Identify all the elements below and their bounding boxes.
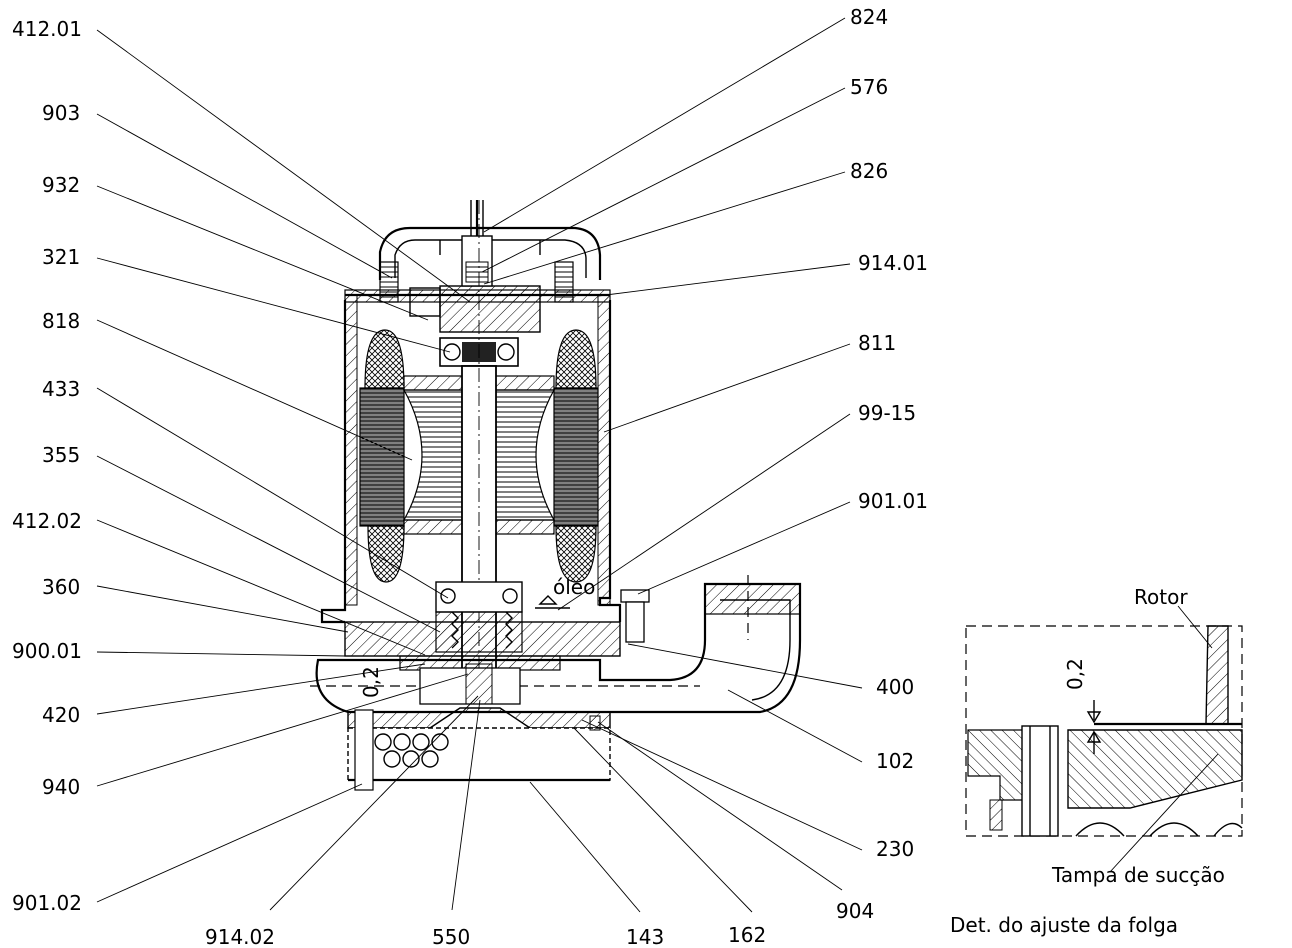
rotor-right — [495, 389, 556, 521]
leader-lines — [96, 17, 863, 913]
lower-bearing — [435, 581, 523, 613]
callout-576: 576 — [850, 75, 888, 99]
strainer-holes — [374, 733, 449, 768]
top-bolt-left — [379, 261, 399, 303]
detail-bolt — [1021, 725, 1059, 837]
callout-321: 321 — [42, 245, 80, 269]
handle — [378, 226, 602, 280]
detail-title: Det. do ajuste da folga — [950, 913, 1178, 937]
strainer — [347, 727, 611, 781]
detail-cover-label: Tampa de sucção — [1051, 863, 1225, 887]
top-bolt-right — [554, 261, 574, 303]
callout-labels-bottom: 914.02 550 143 162 — [205, 923, 766, 948]
foot-bolt — [354, 709, 374, 791]
callout-360: 360 — [42, 575, 80, 599]
callout-940: 940 — [42, 775, 80, 799]
callout-914-01: 914.01 — [858, 251, 928, 275]
callout-433: 433 — [42, 377, 80, 401]
callout-550: 550 — [432, 925, 470, 948]
bolt-901-01 — [620, 589, 650, 603]
detail-gap-label: 0,2 — [1063, 658, 1087, 690]
callout-230: 230 — [876, 837, 914, 861]
gap-detail-view: Rotor 0,2 Tampa de sucção Det. do ajuste… — [950, 585, 1243, 937]
callout-102: 102 — [876, 749, 914, 773]
callout-412-01: 412.01 — [12, 17, 82, 41]
callout-labels-right: 824 576 826 914.01 811 99-15 901.01 400 … — [836, 5, 928, 923]
gap-label: 0,2 — [359, 666, 383, 698]
callout-914-02: 914.02 — [205, 925, 275, 948]
top-cap — [439, 285, 541, 333]
callout-99-15: 99-15 — [858, 401, 916, 425]
callout-420: 420 — [42, 703, 80, 727]
detail-frame — [965, 625, 1243, 837]
callout-932: 932 — [42, 173, 80, 197]
callout-824: 824 — [850, 5, 888, 29]
callout-labels-left: 412.01 903 932 321 818 433 355 412.02 36… — [12, 17, 82, 915]
callout-400: 400 — [876, 675, 914, 699]
callout-818: 818 — [42, 309, 80, 333]
stator-left — [359, 387, 405, 527]
detail-suction-cover — [1067, 729, 1243, 809]
callout-811: 811 — [858, 331, 896, 355]
detail-rotor — [1205, 625, 1229, 725]
callout-826: 826 — [850, 159, 888, 183]
stator-right — [553, 387, 599, 527]
volute-casing — [315, 582, 802, 714]
callout-903: 903 — [42, 101, 80, 125]
rotor-left — [402, 389, 463, 521]
discharge-flange — [704, 583, 801, 615]
oil-label: óleo — [553, 575, 595, 599]
bearing-bracket — [344, 621, 621, 657]
callout-143: 143 — [626, 925, 664, 948]
callout-355: 355 — [42, 443, 80, 467]
callout-162: 162 — [728, 923, 766, 947]
callout-412-02: 412.02 — [12, 509, 82, 533]
pump-assembly: óleo 0,2 — [310, 200, 802, 791]
callout-904: 904 — [836, 899, 874, 923]
callout-900-01: 900.01 — [12, 639, 82, 663]
detail-rotor-label: Rotor — [1134, 585, 1188, 609]
callout-901-01: 901.01 — [858, 489, 928, 513]
callout-901-02: 901.02 — [12, 891, 82, 915]
